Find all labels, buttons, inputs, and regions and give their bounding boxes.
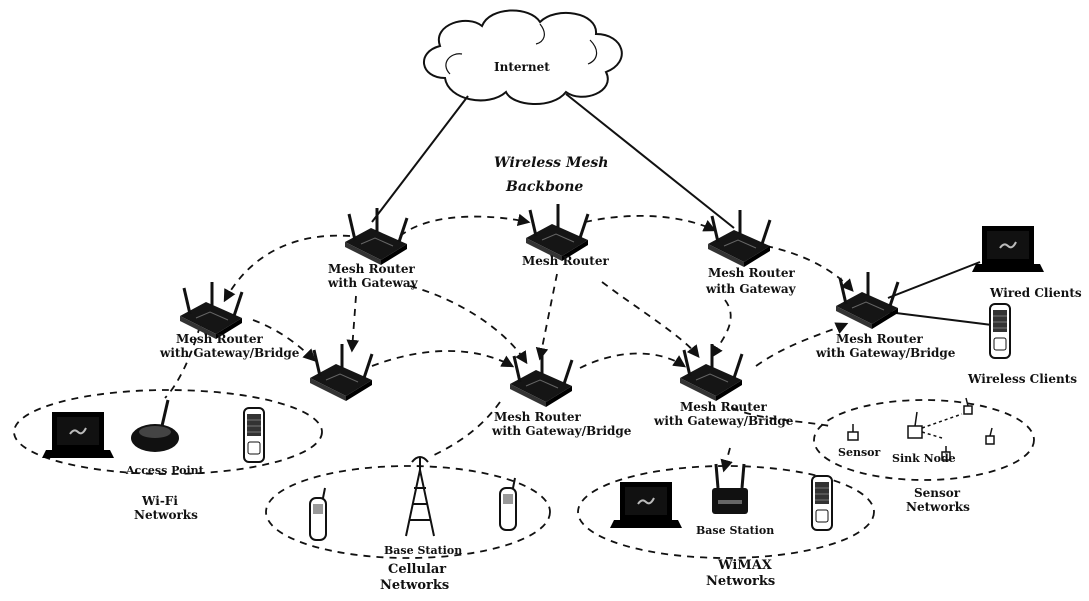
mesh-router-gateway-left-icon <box>343 206 409 267</box>
access-point-label: Access Point <box>126 464 204 477</box>
mesh-router-center-icon <box>524 202 590 263</box>
internet-label: Internet <box>494 60 550 74</box>
mesh-router-bridge-left-icon <box>308 342 374 403</box>
backbone-label-line1: Wireless Mesh <box>494 155 609 171</box>
mesh-router-bridge-right-icon <box>678 342 744 403</box>
wifi-network-boundary <box>13 389 323 475</box>
base-station-icon <box>712 463 748 514</box>
wimax-base-station-label: Base Station <box>696 524 775 537</box>
mesh-router-gateway-left-label-1: Mesh Router <box>328 262 415 276</box>
wimax-network-boundary <box>577 465 875 559</box>
mesh-router-bridge-farright-label-2: with Gateway/Bridge <box>816 346 956 360</box>
mesh-router-bridge-farleft-label-2: with Gateway/Bridge <box>160 346 300 360</box>
cellular-network-label-2: Networks <box>380 578 450 593</box>
mesh-router-bridge-center-icon <box>508 348 574 409</box>
cell-tower-icon <box>405 456 435 537</box>
mesh-router-bridge-right-label-1: Mesh Router <box>680 400 767 414</box>
wifi-pda-icon <box>243 407 265 463</box>
wireless-client-pda-icon <box>989 303 1011 359</box>
wimax-network-label-1: WiMAX <box>718 558 772 573</box>
wimax-network-label-2: Networks <box>706 574 776 589</box>
cellular-base-station-label: Base Station <box>384 544 463 557</box>
mesh-router-gateway-right-icon <box>706 208 772 269</box>
cloud-icon <box>422 9 623 106</box>
sink-node-icon <box>907 411 963 439</box>
sink-node-label: Sink Node <box>892 452 956 465</box>
mesh-router-bridge-center-label-2: with Gateway/Bridge <box>492 424 632 438</box>
wireless-clients-label: Wireless Clients <box>968 372 1077 386</box>
sensor-network-label-1: Sensor <box>914 486 961 500</box>
wifi-network-label-1: Wi-Fi <box>142 494 178 508</box>
mesh-router-bridge-farright-icon <box>834 270 900 331</box>
mesh-router-bridge-farright-label-1: Mesh Router <box>836 332 923 346</box>
wired-client-laptop-icon <box>971 225 1045 273</box>
sensor-label: Sensor <box>838 446 881 459</box>
mesh-links <box>164 213 854 473</box>
cellular-phone-right-icon <box>499 477 517 531</box>
backbone-label-line2: Backbone <box>506 179 584 195</box>
mesh-router-bridge-center-label-1: Mesh Router <box>494 410 581 424</box>
mesh-router-bridge-farleft-label-1: Mesh Router <box>176 332 263 346</box>
mesh-router-gateway-right-label-1: Mesh Router <box>708 266 795 280</box>
sensor-network-label-2: Networks <box>906 500 970 514</box>
wifi-network-label-2: Networks <box>134 508 198 522</box>
sensor-network-boundary <box>813 399 1035 481</box>
mesh-router-bridge-right-label-2: with Gateway/Bridge <box>654 414 794 428</box>
internet-links <box>371 93 1001 327</box>
mesh-router-center-label: Mesh Router <box>522 254 609 268</box>
wired-clients-label: Wired Clients <box>990 286 1082 300</box>
wimax-laptop-icon <box>609 481 683 529</box>
cellular-phone-left-icon <box>309 487 327 541</box>
mesh-router-gateway-left-label-2: with Gateway <box>328 276 418 290</box>
mesh-router-gateway-right-label-2: with Gateway <box>706 282 796 296</box>
access-point-icon <box>131 399 179 452</box>
cellular-network-label-1: Cellular <box>388 562 447 577</box>
sensor-icon <box>847 397 995 461</box>
mesh-router-bridge-farleft-icon <box>178 280 244 341</box>
wimax-pda-icon <box>811 475 833 531</box>
cellular-network-boundary <box>265 465 551 559</box>
wifi-laptop-icon <box>41 411 115 459</box>
